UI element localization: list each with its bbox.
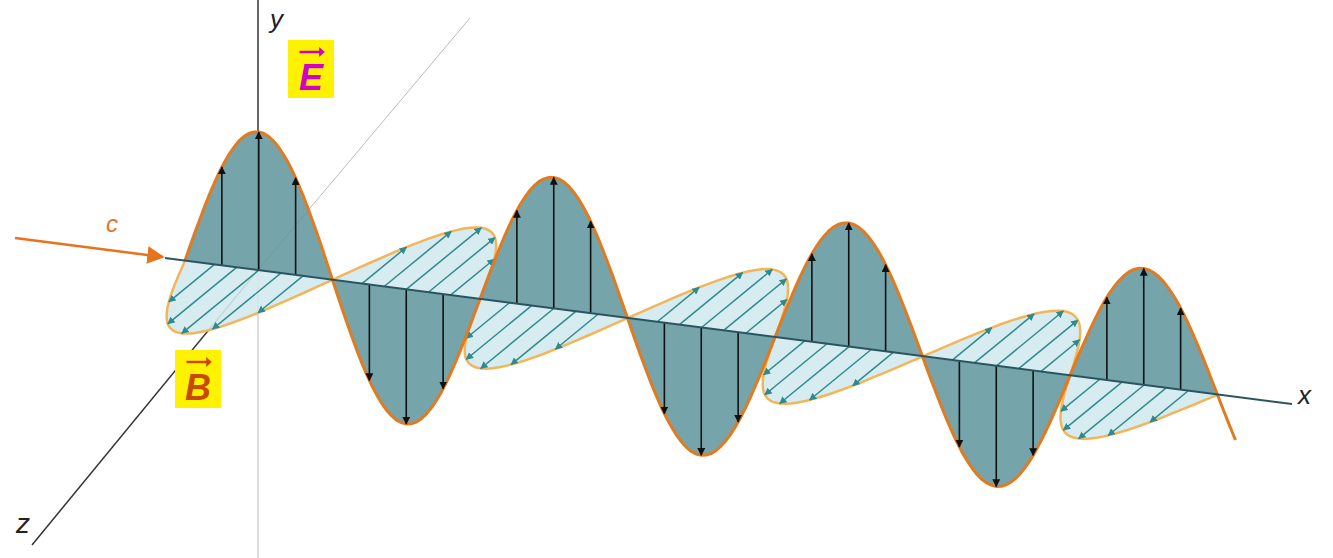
e-field-curve: [185, 132, 333, 280]
e-field-curve: [923, 357, 1071, 487]
vector-label-box: B: [175, 350, 221, 408]
b-field-vector: [1079, 385, 1144, 438]
e-field-lobe: [923, 357, 1071, 487]
vector-arrow-head: [206, 357, 212, 367]
b-field-vector: [1150, 391, 1188, 422]
vector-arrow-shaft: [187, 361, 209, 364]
e-field-curve: [628, 318, 776, 455]
e-field-vector: [295, 178, 297, 275]
e-field-lobe: [333, 280, 481, 424]
e-field-vector: [1180, 308, 1182, 390]
e-field-lobe: [1070, 268, 1218, 395]
b-field-vector: [810, 350, 871, 400]
e-field-curve: [775, 223, 923, 357]
b-field-vector: [168, 267, 237, 324]
b-field-vector: [169, 264, 215, 301]
axis-label: y: [270, 6, 283, 32]
e-field-lobe: [775, 223, 923, 357]
b-field-vector: [362, 247, 406, 283]
e-field-vector: [700, 328, 702, 456]
e-field-vector: [664, 323, 666, 414]
b-field-vector: [780, 347, 849, 404]
e-field-vector: [959, 361, 961, 447]
b-field-vector: [555, 314, 598, 349]
b-field-vector: [258, 276, 303, 313]
e-field-curve: [480, 177, 628, 318]
b-field-vector: [657, 287, 699, 322]
vector-arrow: [288, 40, 334, 62]
b-field-vector: [952, 328, 992, 361]
b-field-vector: [974, 314, 1034, 363]
vector-label-box: E: [288, 40, 334, 98]
e-field-vector: [1143, 268, 1145, 385]
vector-arrow-shaft: [300, 51, 322, 54]
e-field-curve: [1070, 268, 1218, 395]
vector-symbol: B: [181, 370, 215, 406]
b-field-vector: [511, 311, 576, 364]
c-arrow: [15, 238, 163, 257]
axis-label: z: [16, 510, 30, 538]
b-field-vector: [182, 270, 259, 333]
e-field-vector: [553, 177, 555, 308]
e-field-vector: [516, 210, 518, 303]
b-field-vector: [679, 273, 743, 325]
e-field-curve: [333, 280, 481, 424]
e-field-vector: [369, 285, 371, 381]
e-field-vector: [885, 265, 887, 352]
b-field-vector: [1108, 388, 1166, 435]
x-axis: [165, 258, 1292, 404]
vector-arrow: [175, 350, 221, 372]
b-field-vector: [853, 353, 893, 386]
b-field-vector: [213, 273, 281, 329]
axis-label: c: [106, 212, 118, 236]
vector-symbol: E: [294, 60, 328, 96]
e-field-vector: [221, 167, 223, 265]
e-field-lobe: [185, 132, 333, 280]
b-field-vector: [1063, 382, 1121, 430]
e-field-vector: [848, 223, 850, 347]
e-field-vector: [1032, 371, 1034, 455]
e-field-lobe: [480, 177, 628, 318]
e-field-vector: [405, 289, 407, 424]
b-field-vector: [1018, 320, 1077, 369]
e-field-vector: [258, 132, 260, 270]
b-field-vector: [996, 311, 1063, 366]
e-field-vector: [737, 333, 739, 423]
e-field-vector: [442, 294, 444, 389]
e-field-vector: [590, 221, 592, 313]
b-field-vector: [384, 231, 451, 286]
b-field-vector: [723, 279, 786, 331]
b-field-vector: [765, 344, 827, 395]
e-field-vector: [811, 254, 813, 342]
e-field-curve: [1218, 395, 1236, 440]
e-field-lobe: [628, 318, 776, 455]
vector-arrow-head: [319, 47, 325, 57]
e-field-vector: [1106, 297, 1108, 380]
axis-label: x: [1298, 382, 1311, 408]
e-field-vector: [995, 366, 997, 486]
